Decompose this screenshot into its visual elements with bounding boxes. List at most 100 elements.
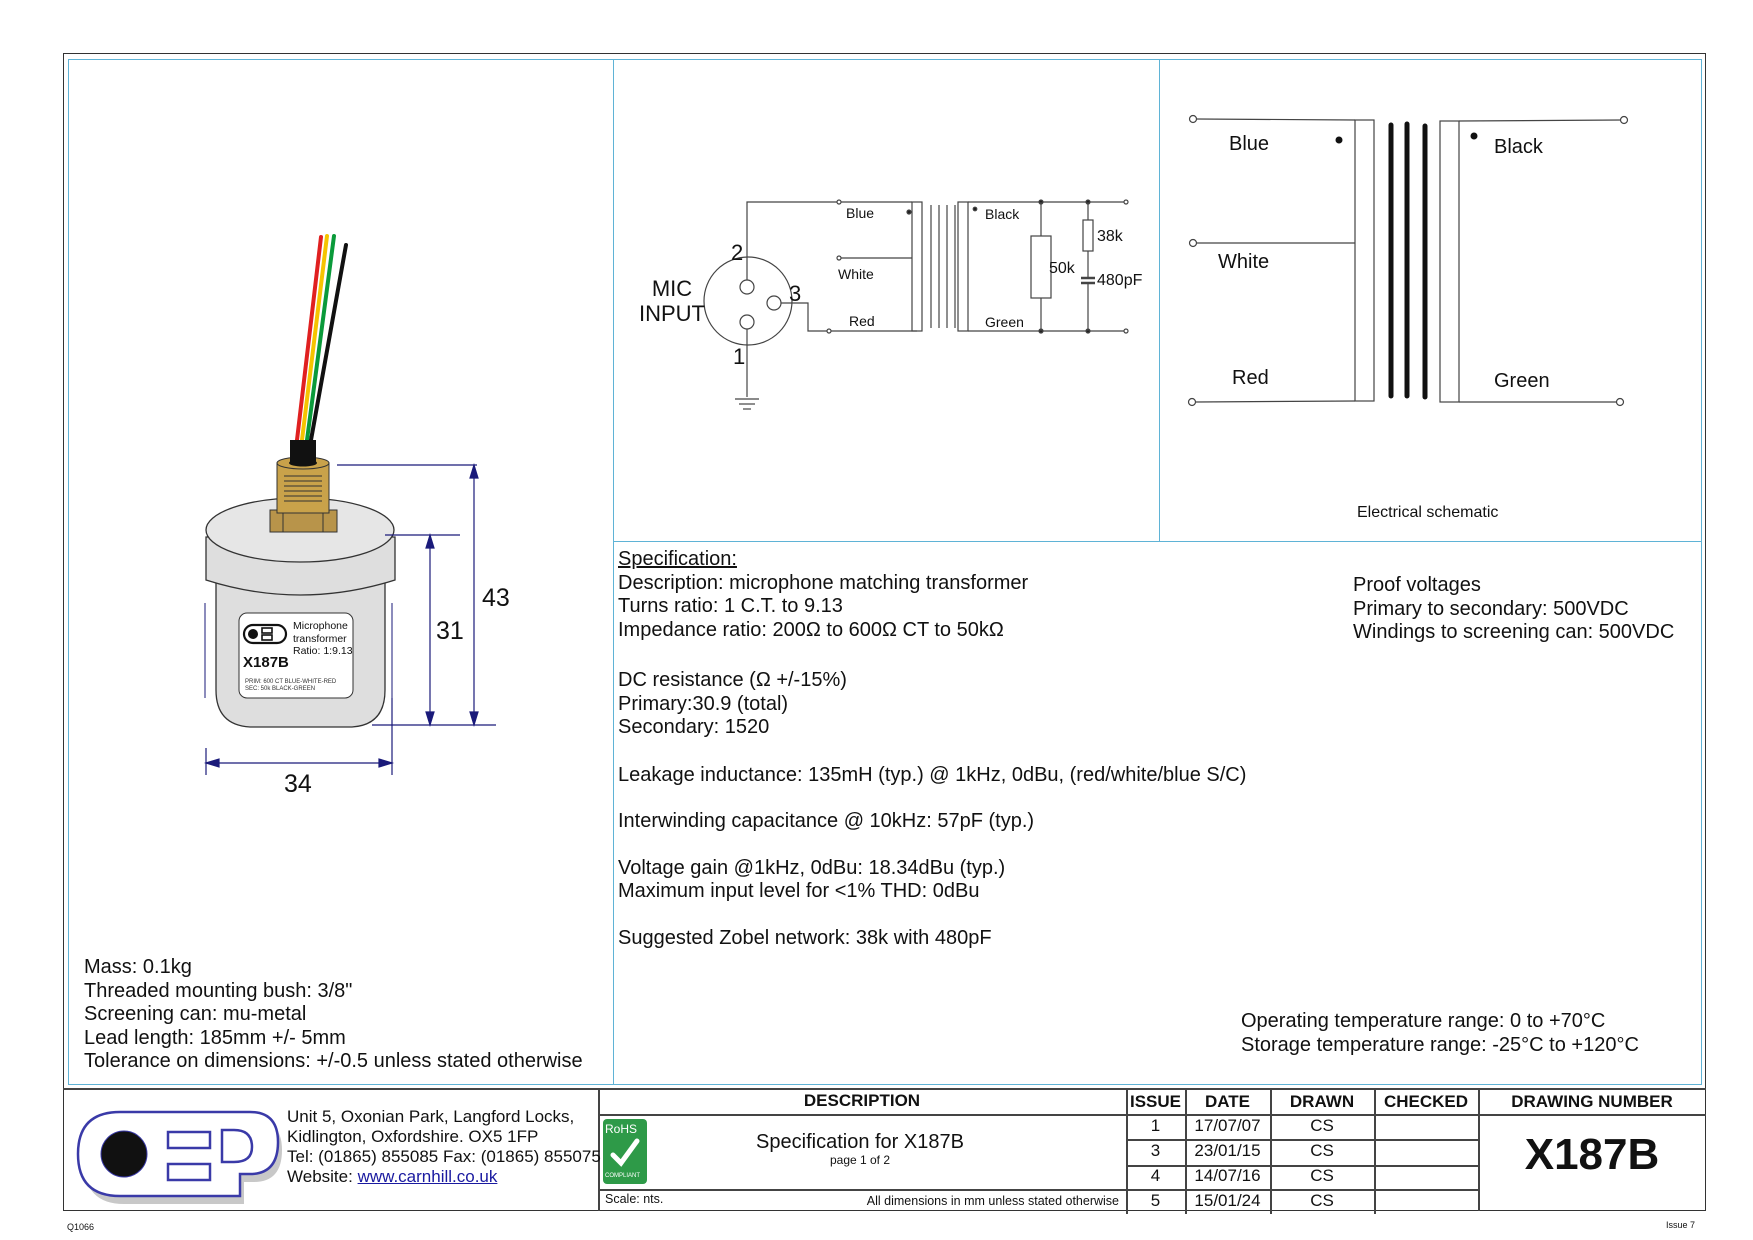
schematic-red-label: Red — [1232, 367, 1269, 389]
wire-black — [309, 243, 348, 442]
circuit-green-label: Green — [985, 314, 1024, 330]
spec-can: Screening can: mu-metal — [84, 1003, 307, 1025]
page-indicator: page 1 of 2 — [829, 1153, 891, 1167]
circuit-red-label: Red — [849, 313, 875, 329]
scale-note: Scale: nts. — [605, 1192, 664, 1206]
address-line-3: Tel: (01865) 855085 Fax: (01865) 855075 — [287, 1147, 601, 1166]
spec-mass: Mass: 0.1kg — [84, 956, 192, 978]
label-prim: PRIM: 600 CT BLUE-WHITE-RED — [245, 679, 337, 685]
form-issue: Issue 7 — [1666, 1220, 1696, 1230]
spec-bush: Threaded mounting bush: 3/8" — [84, 979, 353, 1002]
revision-issue: 3 — [1150, 1141, 1161, 1160]
cable-sleeve — [290, 440, 316, 464]
website-link[interactable]: www.carnhill.co.uk — [357, 1167, 498, 1186]
spec-leakage: Leakage inductance: 135mH (typ.) @ 1kHz,… — [618, 763, 1247, 786]
header-checked: CHECKED — [1383, 1092, 1469, 1111]
form-code: Q1066 — [67, 1222, 95, 1232]
dim-height-total: 43 — [482, 584, 510, 612]
primary-winding — [1354, 119, 1375, 402]
check-icon — [610, 1138, 640, 1167]
revision-issue: 5 — [1150, 1191, 1161, 1210]
label-part-number: X187B — [243, 654, 289, 671]
spec-primary-resistance: Primary:30.9 (total) — [618, 692, 789, 715]
proof-heading: Proof voltages — [1353, 574, 1481, 596]
circuit-white-label: White — [838, 266, 874, 282]
header-drawing-number: DRAWING NUMBER — [1511, 1092, 1673, 1111]
revision-date: 23/01/15 — [1194, 1141, 1261, 1160]
resistor-38k-label: 38k — [1097, 228, 1123, 245]
schematic-caption: Electrical schematic — [1357, 504, 1499, 521]
transformer-core — [930, 205, 956, 328]
label-ratio: Ratio: 1:9.13 — [293, 645, 353, 657]
drawing-number: X187B — [1524, 1130, 1660, 1179]
spec-zobel: Suggested Zobel network: 38k with 480pF — [618, 926, 992, 949]
panel-specification — [613, 541, 1702, 1085]
revision-drawn: CS — [1310, 1166, 1334, 1185]
revision-date: 17/07/07 — [1194, 1116, 1261, 1135]
wire-yellow — [300, 234, 329, 442]
spec-impedance-ratio: Impedance ratio: 200Ω to 600Ω CT to 50kΩ — [618, 618, 1004, 641]
company-logo — [76, 1110, 282, 1204]
circuit-blue-label: Blue — [846, 205, 875, 221]
label-title-1: Microphone — [293, 620, 348, 632]
specification-block: Specification: Description: microphone m… — [618, 548, 1246, 950]
transformer-secondary — [957, 201, 969, 332]
spec-dc-resistance: DC resistance (Ω +/-15%) — [618, 669, 847, 691]
description-header: DESCRIPTION — [803, 1091, 921, 1110]
rohs-badge: RoHS COMPLIANT — [603, 1119, 647, 1184]
operating-temp: Operating temperature range: 0 to +70°C — [1241, 1010, 1606, 1032]
primary-dot — [1335, 136, 1343, 144]
temperature-ranges: Operating temperature range: 0 to +70°C … — [1241, 1010, 1639, 1057]
header-date: DATE — [1204, 1092, 1250, 1111]
schematic-blue-label: Blue — [1229, 133, 1270, 155]
wire-green — [305, 234, 336, 442]
dimension-lines — [203, 462, 496, 775]
proof-voltages: Proof voltages Primary to secondary: 500… — [1353, 574, 1674, 645]
spec-turns-ratio: Turns ratio: 1 C.T. to 9.13 — [618, 595, 843, 617]
schematic-green-label: Green — [1494, 370, 1550, 392]
logo-o — [100, 1130, 148, 1178]
capacitor-label: 480pF — [1097, 272, 1143, 289]
brass-bush — [276, 462, 330, 514]
address-line-1: Unit 5, Oxonian Park, Langford Locks, — [287, 1107, 575, 1126]
spec-voltage-gain: Voltage gain @1kHz, 0dBu: 18.34dBu (typ.… — [618, 856, 1006, 879]
mic-label-2: INPUT — [639, 301, 705, 326]
logo-p — [220, 1128, 254, 1164]
mic-input-label: MIC INPUT — [639, 276, 705, 326]
revision-date: 14/07/16 — [1194, 1166, 1261, 1185]
address-line-2: Kidlington, Oxfordshire. OX5 1FP — [287, 1127, 539, 1146]
wire-red — [295, 235, 323, 442]
revision-drawn: CS — [1310, 1116, 1334, 1135]
logo-e-top — [166, 1130, 212, 1150]
spec-interwinding: Interwinding capacitance @ 10kHz: 57pF (… — [618, 810, 1035, 832]
label-wiring: PRIM: 600 CT BLUE-WHITE-RED SEC: 50k BLA… — [245, 679, 336, 693]
secondary-dot — [1470, 132, 1478, 140]
spec-tolerance: Tolerance on dimensions: +/-0.5 unless s… — [84, 1050, 583, 1072]
storage-temp: Storage temperature range: -25°C to +120… — [1241, 1033, 1639, 1056]
dim-height-can: 31 — [436, 617, 464, 645]
revision-issue: 4 — [1150, 1166, 1161, 1185]
header-issue: ISSUE — [1129, 1092, 1182, 1111]
website-label: Website: — [287, 1167, 358, 1186]
spec-description: Description: microphone matching transfo… — [618, 571, 1029, 594]
dim-width: 34 — [284, 770, 312, 798]
pin-2-label: 2 — [731, 240, 744, 265]
physical-specs: Mass: 0.1kg Threaded mounting bush: 3/8"… — [84, 956, 583, 1074]
schematic-white-label: White — [1218, 251, 1270, 273]
spec-secondary-resistance: Secondary: 1520 — [618, 716, 770, 738]
label-text: Microphone transformer Ratio: 1:9.13 — [293, 620, 353, 658]
ground-symbol — [735, 398, 759, 410]
company-address: Unit 5, Oxonian Park, Langford Locks, Ki… — [287, 1107, 601, 1187]
description-title: Specification for X187B — [756, 1131, 964, 1153]
spec-max-input: Maximum input level for <1% THD: 0dBu — [618, 880, 980, 902]
logo-e-bottom — [166, 1162, 212, 1182]
revision-drawn: CS — [1310, 1191, 1334, 1210]
secondary-winding — [1439, 120, 1460, 403]
drawing-border — [63, 53, 1706, 1211]
rohs-text: RoHS — [605, 1122, 638, 1136]
proof-primary-secondary: Primary to secondary: 500VDC — [1353, 597, 1629, 620]
spec-lead: Lead length: 185mm +/- 5mm — [84, 1026, 346, 1049]
